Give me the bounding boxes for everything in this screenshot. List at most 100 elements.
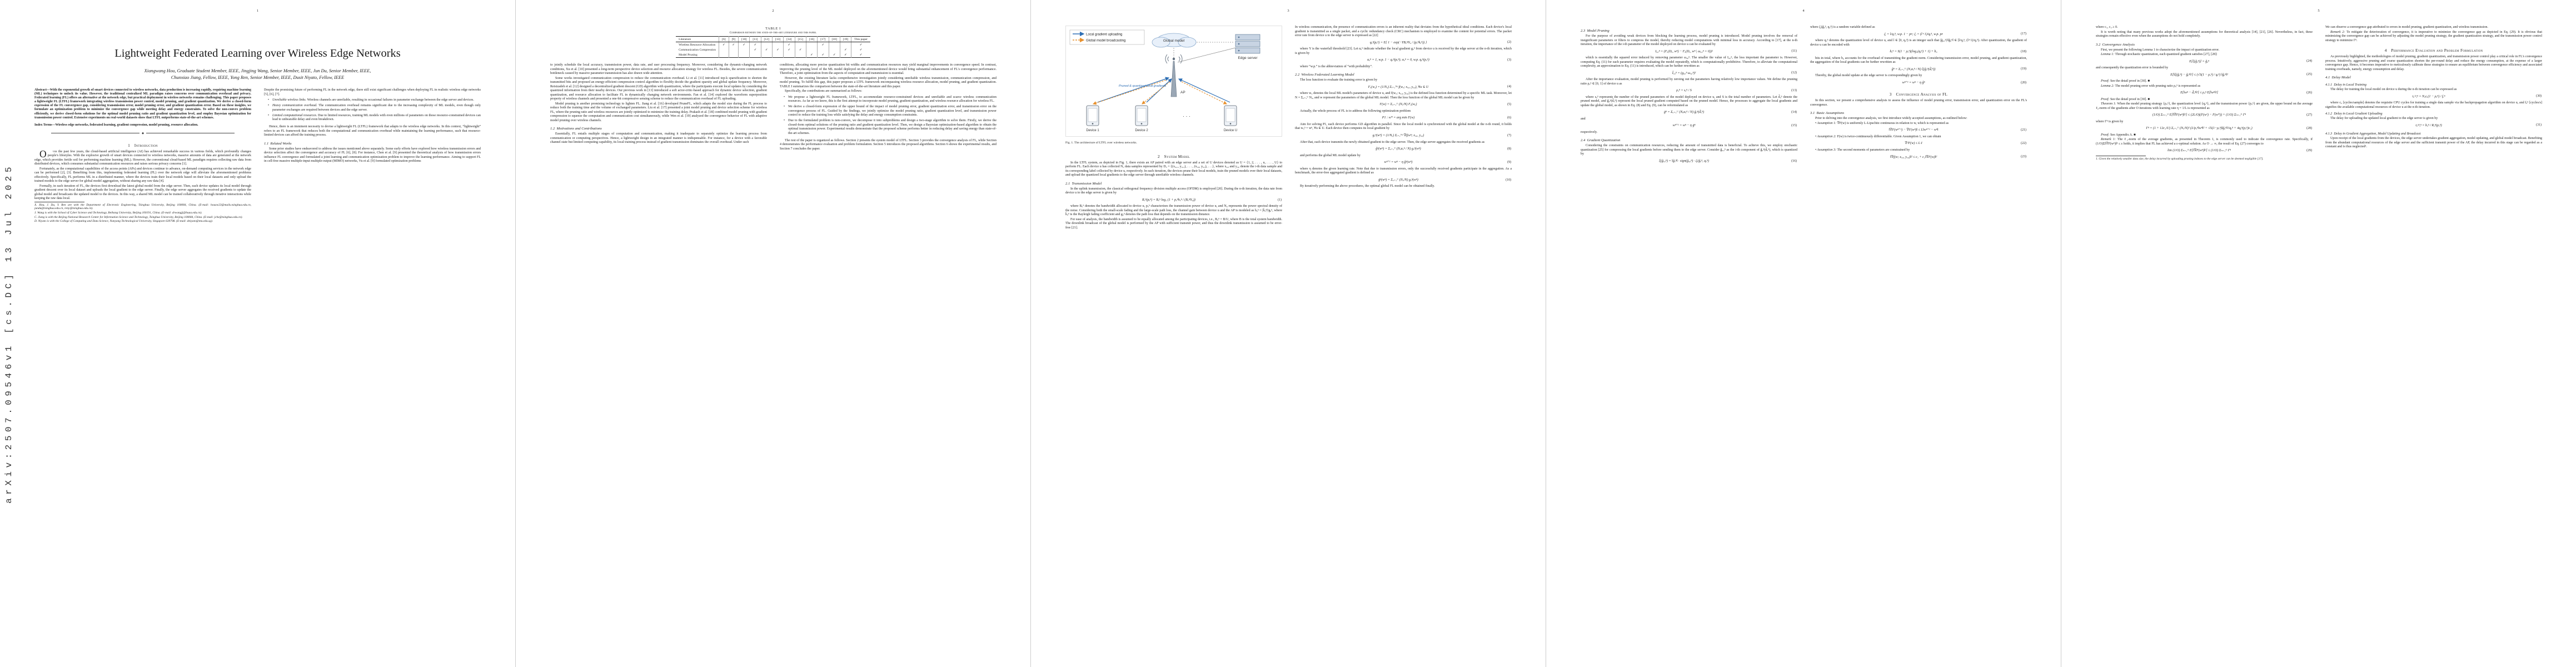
equation-math: ḡⁿ = Σᵤ₌₁ᵁ (Nᵤαᵤⁿ / N) g̃ᵤⁿ(d̃ᵤⁿ): [1663, 111, 1705, 115]
paragraph: where Υ is the waterfall threshold [23].…: [1295, 47, 1512, 55]
subsection-heading: 2.4 Gradient Quantization: [1581, 138, 1621, 143]
page-number: 5: [2318, 9, 2320, 13]
table-header-cell: [16]: [805, 36, 818, 42]
column-left: to jointly schedule the local accuracy, …: [550, 63, 767, 152]
figure1-global-model-label: Global model: [1163, 39, 1185, 43]
paragraph: • Assumption 2: F(w) is twice-continuous…: [1815, 135, 1941, 138]
table-cell: ✓: [817, 42, 829, 47]
paragraph: In this section, we present a comprehens…: [1810, 99, 2027, 107]
paragraph: As previously highlighted, the methodolo…: [2325, 55, 2542, 71]
page-1: 1 arXiv:2507.09546v1 [cs.DC] 13 Jul 2025…: [0, 0, 515, 667]
table-cell: [794, 52, 806, 58]
footnote-line: X. Hou, J. Du, Y. Ren are with the Depar…: [34, 203, 251, 211]
paragraph: Upon receipt of the local gradients from…: [2325, 137, 2542, 149]
equation-math: ĝⁿ = Σᵤ₌₁ᵁ (Nᵤαᵤⁿ / N) ξ(g̃ᵤⁿ(d̃ᵤⁿ)): [1891, 67, 1936, 71]
paragraph: Specifically, the contributions are summ…: [785, 89, 863, 93]
paragraph: where sᵤⁿ represents the number of the p…: [1581, 95, 1797, 107]
paragraph: Some prior studies have endeavored to ad…: [264, 147, 481, 163]
equation-math: bᵤⁿ = S(1 − ρᵤⁿ)(log₂(qᵤⁿ) + 1) + b₀: [1890, 50, 1937, 54]
section-heading: 1 Introduction: [128, 142, 158, 148]
paragraph: and consequently the quantization error …: [2096, 66, 2169, 70]
equation-number: (21): [2021, 128, 2026, 132]
paragraph: Model pruning is another promising techn…: [550, 102, 767, 122]
bullet-item: Due to the formulated problem is non-con…: [784, 119, 996, 136]
paragraph: Proof: See Appendix A. ■: [2101, 133, 2136, 137]
bullet-item: Limited computational resources. Due to …: [268, 114, 481, 122]
bullet-lead: Heavy communication overhead.: [272, 104, 319, 107]
table-cell: [805, 42, 818, 47]
paragraph: • Assumption 3: The second moments of pa…: [1815, 148, 1910, 152]
table-cell: ✓: [728, 42, 739, 47]
dropcap-letter: O: [39, 148, 47, 160]
subsection-heading: 2.2 Wireless Federated Learning Model: [1295, 73, 1354, 77]
equation: F(w) = Σᵤ₌₁ᵁ (Nᵤ/N) Fᵤ(wᵤ)(5): [1295, 103, 1512, 107]
equation: (1/O) Σₙ₌₁ᴼ E[‖∇F(wⁿ)‖²] ≤ (2L/O)(F(w¹) …: [2096, 113, 2313, 118]
subsection-heading: 4.1 Delay Model: [2325, 76, 2351, 79]
paragraph: After the importance evaluation, model p…: [1581, 78, 1797, 86]
figure1-device-u-label: Device U: [1224, 129, 1237, 132]
paragraph: Prior to delving into the convergence an…: [1815, 117, 1967, 121]
paragraph: It is worth noting that many previous wo…: [2096, 30, 2313, 38]
equation-math: ‖∇f(w; xᵤ,ᵢ, yᵤ,ᵢ)‖² ≤ c₁ + c₂‖∇F(w)‖²: [1890, 155, 1937, 159]
paragraph-lead: Remark 1:: [2101, 138, 2117, 142]
equation: tᵤᵘᵖ,ⁿ = bᵤⁿ / Rᵤⁿ(pᵤⁿ)(31): [2325, 124, 2542, 128]
table-cell: ✓: [817, 52, 829, 58]
paragraph: Lemma 2: The model pruning error with pr…: [2101, 84, 2201, 88]
equation: Fᵤ(wᵤ) = (1/Nᵤ) Σᵢ₌₁ᴺᵘ f(wᵤ; xᵤ,ᵢ, yᵤ,ᵢ)…: [1295, 86, 1512, 90]
paragraph: where ζᵢ(g̃ᵤⁿ, qᵤⁿ) is a random variable…: [1810, 26, 1875, 29]
equation-number: (30): [2536, 94, 2542, 98]
authors-line-1: Xiangwang Hou, Graduate Student Member, …: [144, 68, 371, 73]
table-cell: [794, 42, 806, 47]
paragraph: where cᵤ [cycles/sample] denotes the req…: [2325, 101, 2542, 109]
paragraph-lead: Theorem 1:: [2101, 102, 2117, 106]
equation: lim (1/O) Σₙ₌₁ᴼ E[‖∇F(wⁿ)‖²] ≤ (1/O) Σₙ₌…: [2096, 149, 2313, 153]
subsection-heading: 1.2 Motivations and Contributions: [550, 127, 602, 131]
figure1-device-1-label: Device 1: [1086, 129, 1099, 132]
page-5: 5 where c₁, c₂ ≥ 0.It is worth noting th…: [2061, 0, 2576, 667]
paragraph-lead: Proof:: [2101, 133, 2110, 137]
table-cell: [771, 52, 784, 58]
figure1-device-1-icon: Device 1: [1086, 105, 1099, 132]
subsubsection-heading: 4.1.2 Delay in Local Gradient Uploading: [2325, 112, 2383, 116]
equation-number: (15): [1791, 124, 1797, 128]
page-number: 4: [1802, 9, 1805, 13]
table-row-label: Communication Compression: [679, 48, 716, 52]
table-cell: ✓: [749, 47, 761, 52]
equation-math: gᵤⁿ(wⁿ) = (1/Nᵤ) Σᵢ₌₁ᴺᵘ ∇f(wⁿ; xᵤ,ᵢ, yᵤ,…: [1372, 133, 1424, 137]
figure1-legend-downlink: Global model broadcasting: [1086, 39, 1125, 43]
column-right: conditions, allocating more precise quan…: [780, 63, 996, 152]
equation-math: ḡⁿ(wⁿ) = Σᵤ₌₁ᵁ (Nᵤ/N) gᵤⁿ(wⁿ): [1378, 178, 1418, 182]
paragraph: After that, each device transmits the ne…: [1300, 140, 1485, 144]
paragraph: First, we present the following Lemma 1 …: [2101, 48, 2220, 52]
equation-number: (22): [2021, 142, 2026, 146]
equation-math: ∇²F(w) ≤ L·I: [1905, 142, 1922, 146]
paragraph: Some works investigated communication co…: [550, 76, 767, 101]
equation-number: (3): [1507, 58, 1511, 62]
equation-number: (28): [2306, 127, 2312, 131]
table-cell: [738, 52, 750, 58]
bullet-item: Unreliable wireless links. Wireless chan…: [268, 98, 481, 103]
subsection-heading: 2.3 Model Pruning: [1581, 29, 1610, 33]
footnotes: 1. Given the relatively smaller data siz…: [2096, 156, 2313, 162]
figure1-downlink-arrows: [1092, 79, 1227, 105]
equation-number: (23): [2021, 155, 2026, 159]
equation-math: Rᵤⁿ(pᵤⁿ) = Bᵤⁿ log₂ (1 + pᵤⁿhᵤⁿ / (BᵤⁿN₀…: [1142, 198, 1195, 202]
equation-number: (18): [2021, 50, 2026, 54]
table-header-cell: [17]: [817, 36, 829, 42]
footnotes: X. Hou, J. Du, Y. Ren are with the Depar…: [34, 201, 251, 224]
paragraph-lead: • Assumption 2:: [1815, 135, 1837, 138]
table-cell: ✓: [851, 47, 870, 52]
table-header-cell: [18]: [828, 36, 840, 42]
dropcap-word: ver: [52, 150, 57, 153]
figure1-edge-server-icon: Edge server: [1235, 34, 1260, 60]
table-header-cell: [11]: [749, 36, 761, 42]
table-header-cell: [12]: [760, 36, 773, 42]
page-number: 2: [772, 9, 774, 13]
paragraph: to jointly schedule the local accuracy, …: [550, 63, 767, 75]
equation-math: ‖∇F(wⁿ⁺¹) − ∇F(wⁿ)‖ ≤ L‖wⁿ⁺¹ − wⁿ‖: [1889, 128, 1939, 132]
equation: ∇²F(w) ≤ L·I (22): [1810, 142, 2027, 146]
